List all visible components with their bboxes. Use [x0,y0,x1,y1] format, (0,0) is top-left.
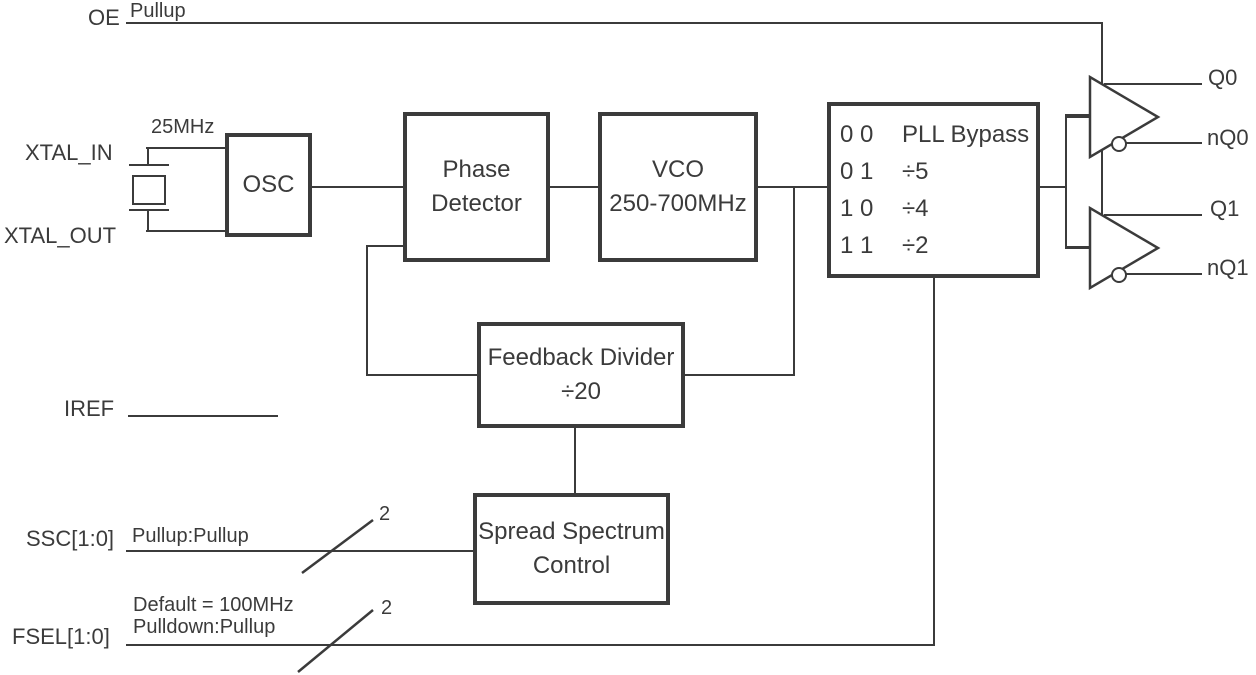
divider-row-code: 0 0 [840,120,874,148]
wire-osc-to-phase-detector [312,186,404,188]
wire-fsel-input [126,644,935,646]
nq1-pin-label: nQ1 [1207,255,1249,280]
wire-buffer-bus [1065,116,1067,249]
wire-feedback-right-vertical [793,186,795,376]
divider-row-code: 0 1 [840,157,874,185]
wire-divider-to-buffers [1040,186,1067,188]
wire-xtal-out [146,230,226,232]
spread-spectrum-control-block: Spread Spectrum Control [473,493,670,605]
vco-label-line2: 250-700MHz [609,190,747,217]
wire-feedback-to-phase-detector [366,245,404,247]
wire-oe-drop-buffer0 [1101,22,1103,84]
osc-block-label: OSC [242,171,295,198]
wire-iref [128,415,278,417]
fsel-bus-slash [297,609,374,673]
divider-row: 1 0 ÷4 [831,190,1036,227]
wire-ssc-input [126,550,473,552]
wire-nq0 [1126,142,1202,144]
crystal-freq-label: 25MHz [151,116,215,138]
phase-detector-label-line2: Detector [431,190,522,217]
oe-pin-label: OE [88,5,120,30]
feedback-divider-block: Feedback Divider ÷20 [477,322,685,428]
wire-phase-detector-to-vco [550,186,599,188]
divider-row-code: 1 1 [840,231,874,259]
xtal-out-pin-label: XTAL_OUT [4,223,117,248]
spread-spectrum-label-line1: Spread Spectrum [478,518,665,545]
wire-xtal-in [146,147,226,149]
q1-pin-label: Q1 [1210,196,1240,221]
wire-q1 [1104,214,1202,216]
iref-pin-label: IREF [64,396,115,421]
ssc-pin-label: SSC[1:0] [26,526,115,551]
fsel-pulldown-note: Pulldown:Pullup [133,616,276,638]
wire-feedback-right-horizontal [685,374,795,376]
feedback-divider-label-line2: ÷20 [561,378,601,405]
phase-detector-block: Phase Detector [403,112,550,262]
divider-row-value: PLL Bypass [902,120,1030,148]
output-divider-block: 0 0 PLL Bypass 0 1 ÷5 1 0 ÷4 1 1 ÷2 [827,102,1040,278]
wire-buffer0-input-stub [1065,114,1091,118]
divider-row-code: 1 0 [840,194,874,222]
crystal-plate-top [129,164,169,166]
output-buffer-0 [1088,74,1161,160]
divider-row-value: ÷2 [902,231,929,259]
wire-fsel-vertical [933,278,935,646]
wire-buffer1-input-stub [1065,246,1091,249]
divider-row: 0 0 PLL Bypass [831,116,1036,153]
wire-nq1 [1126,273,1202,275]
wire-q0 [1104,83,1202,85]
output-buffer-1 [1088,205,1161,291]
xtal-in-pin-label: XTAL_IN [25,140,113,165]
spread-spectrum-label-line2: Control [532,552,611,579]
ssc-pullup-note: Pullup:Pullup [132,525,249,547]
wire-xtal-in-stub [147,147,149,166]
fsel-bus-width-label: 2 [381,597,393,619]
crystal-body [132,175,166,205]
divider-row-value: ÷5 [902,157,929,185]
feedback-divider-label-line1: Feedback Divider [487,344,675,371]
wire-feedback-left-vertical [366,245,368,376]
divider-row: 1 1 ÷2 [831,227,1036,264]
crystal-plate-bottom [129,209,169,211]
wire-oe [126,22,1103,24]
vco-label-line1: VCO [651,156,704,183]
inversion-bubble-0 [1111,136,1127,152]
nq0-pin-label: nQ0 [1207,125,1249,150]
divider-row-value: ÷4 [902,194,929,222]
wire-xtal-out-stub [147,211,149,231]
wire-feedback-left-horizontal [366,374,478,376]
fsel-pin-label: FSEL[1:0] [12,624,110,649]
ssc-bus-width-label: 2 [379,503,391,525]
wire-feedback-divider-to-ssc [574,428,576,493]
inversion-bubble-1 [1111,267,1127,283]
oe-pullup-note: Pullup [130,0,186,22]
wire-oe-drop-buffer1 [1101,150,1103,215]
divider-row: 0 1 ÷5 [831,153,1036,190]
vco-block: VCO 250-700MHz [598,112,758,262]
phase-detector-label-line1: Phase [442,156,511,183]
q0-pin-label: Q0 [1208,65,1238,90]
osc-block: OSC [225,133,312,237]
fsel-default-note: Default = 100MHz [133,594,294,616]
ssc-bus-slash [301,518,374,575]
